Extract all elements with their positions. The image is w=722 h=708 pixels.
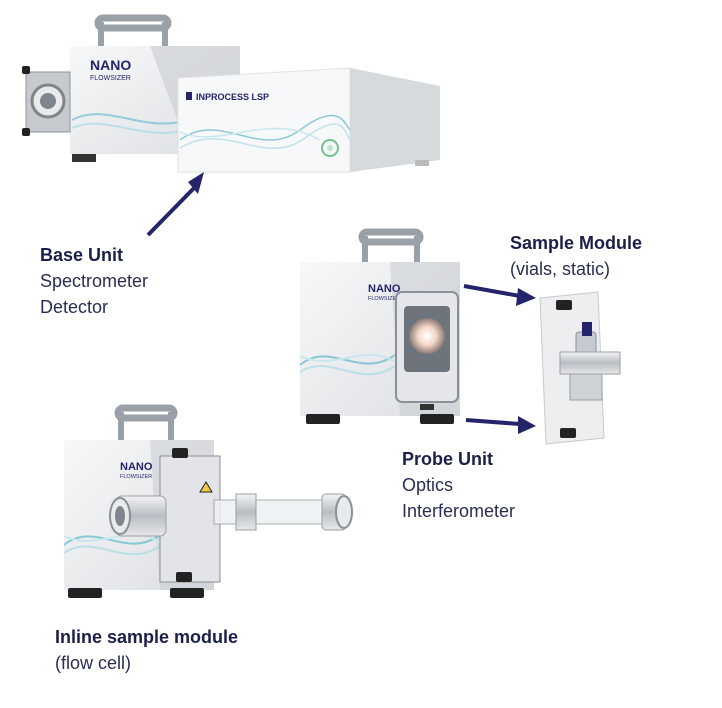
svg-text:FLOWSIZER: FLOWSIZER: [90, 75, 131, 82]
probe-unit-brand-bottom: FLOWSIZER: [368, 296, 400, 302]
sample-module-title: Sample Module: [510, 233, 643, 253]
inline-module-device: NANO FLOWSIZER: [63, 404, 353, 598]
probe-unit-label: Probe Unit Optics Interferometer: [402, 446, 515, 524]
inline-module-title: Inline sample module: [55, 627, 239, 647]
sample-module-line-1: (vials, static): [510, 259, 611, 279]
base-unit-label: Base Unit Spectrometer Detector: [40, 242, 148, 320]
base-unit-device: INPROCESS LSP: [177, 67, 440, 173]
svg-text:NANO: NANO: [90, 57, 131, 73]
sample-module-device: [539, 291, 621, 445]
sample-module-arrows: [463, 284, 536, 434]
probe-unit-line-2: Interferometer: [402, 501, 516, 521]
svg-text:FLOWSIZER: FLOWSIZER: [120, 474, 152, 480]
inline-module-label: Inline sample module (flow cell): [55, 624, 238, 676]
base-unit-title: Base Unit: [40, 245, 124, 265]
base-unit-line-2: Detector: [40, 297, 109, 317]
probe-unit-title: Probe Unit: [402, 449, 494, 469]
inline-module-line-1: (flow cell): [55, 653, 132, 673]
probe-unit-device: NANO FLOWSIZER: [299, 228, 460, 424]
svg-text:NANO: NANO: [120, 461, 153, 473]
probe-unit-line-1: Optics: [402, 475, 454, 495]
probe-unit-brand-top: NANO: [368, 283, 401, 295]
base-unit-arrow: [146, 172, 204, 237]
sample-module-label: Sample Module (vials, static): [510, 230, 642, 282]
base-unit-brand: INPROCESS LSP: [196, 92, 269, 102]
base-unit-line-1: Spectrometer: [40, 271, 149, 291]
